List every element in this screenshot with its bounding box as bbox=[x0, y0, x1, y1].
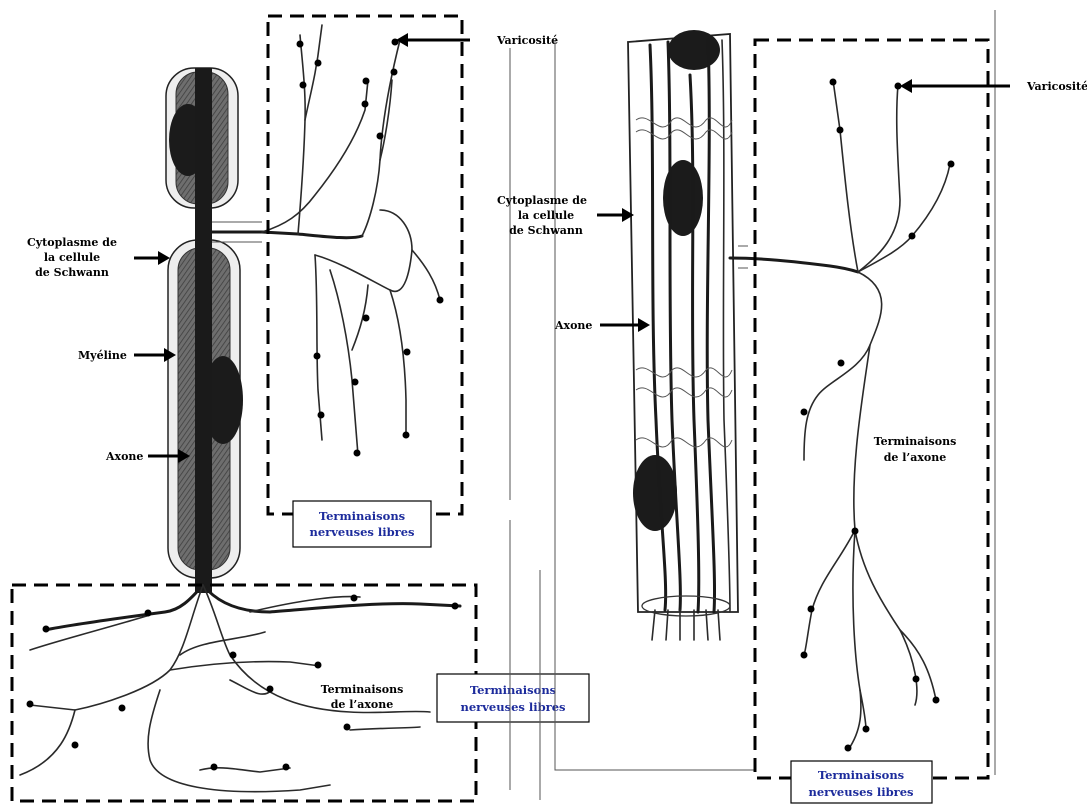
right-cytoplasme-label-line1: Cytoplasme de bbox=[497, 194, 587, 207]
right-terminals-frame bbox=[755, 40, 988, 778]
left-axon-collateral bbox=[212, 232, 362, 238]
right-terminaisons-axone-line1: Terminaisons bbox=[874, 435, 957, 448]
right-terminaisons-axone-line2: de l’axone bbox=[884, 451, 947, 464]
left-top-box-line2: nerveuses libres bbox=[310, 525, 415, 539]
left-upper-terminals-frame bbox=[268, 16, 462, 514]
left-upper-terminal-branches bbox=[262, 25, 440, 455]
left-bottom-free-endings-box: Terminaisons nerveuses libres bbox=[437, 674, 589, 722]
left-axon bbox=[195, 68, 212, 593]
left-bottom-box-line1: Terminaisons bbox=[470, 683, 556, 697]
left-varicosite-label: Varicosité bbox=[496, 34, 558, 47]
left-myeline-label: Myéline bbox=[78, 349, 127, 362]
right-axon-collateral bbox=[730, 258, 858, 272]
left-terminaisons-axone-line1: Terminaisons bbox=[321, 683, 404, 696]
left-cytoplasme-label-line1: Cytoplasme de bbox=[27, 236, 117, 249]
left-lower-terminals-frame bbox=[12, 585, 476, 801]
left-myelinated-fiber: Varicosité Cytoplasme de la cellule de S… bbox=[12, 16, 589, 801]
right-terminal-branches bbox=[804, 80, 950, 750]
right-axone-label: Axone bbox=[554, 319, 592, 332]
right-cytoplasme-label-line2: la cellule bbox=[518, 209, 574, 222]
left-terminaisons-axone-line2: de l’axone bbox=[331, 698, 394, 711]
right-schwann-cell bbox=[628, 30, 738, 640]
right-varicosities bbox=[801, 79, 955, 752]
left-top-free-endings-box: Terminaisons nerveuses libres bbox=[293, 501, 431, 547]
left-axone-label: Axone bbox=[105, 450, 143, 463]
right-varicosite-label: Varicosité bbox=[1026, 80, 1087, 93]
left-top-box-line1: Terminaisons bbox=[319, 509, 405, 523]
right-box-line2: nerveuses libres bbox=[809, 785, 914, 799]
right-box-line1: Terminaisons bbox=[818, 768, 904, 782]
right-cytoplasme-label-line3: de Schwann bbox=[509, 224, 583, 237]
left-bottom-box-line2: nerveuses libres bbox=[461, 700, 566, 714]
left-cytoplasme-label-line2: la cellule bbox=[44, 251, 100, 264]
right-free-endings-box: Terminaisons nerveuses libres bbox=[791, 761, 932, 803]
left-cytoplasme-label-line3: de Schwann bbox=[35, 266, 109, 279]
